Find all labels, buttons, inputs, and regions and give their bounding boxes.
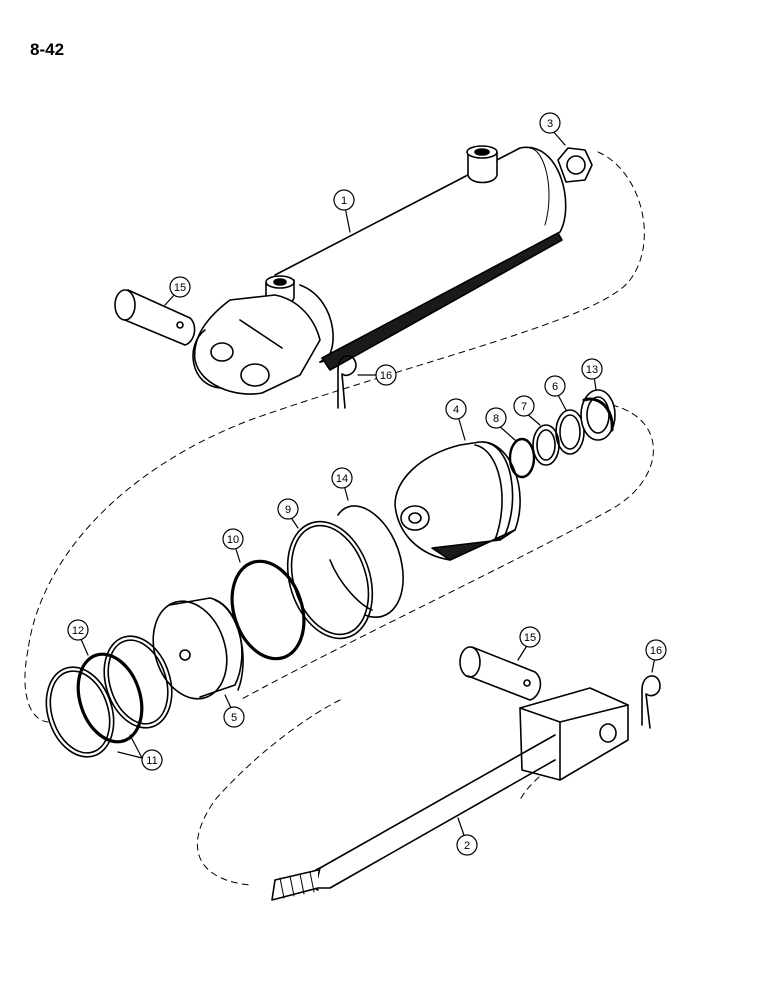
wear-ring-11-inner [103, 635, 173, 729]
piston-rod [271, 687, 629, 901]
gland [152, 597, 244, 700]
callout-12: 12 [72, 625, 84, 637]
callout-13: 13 [586, 364, 598, 376]
callout-8-circle [485, 407, 507, 429]
assembly-path-lines [24, 151, 654, 886]
wear-ring-6 [555, 409, 585, 455]
callout-1: 1 [341, 195, 347, 207]
callout-7-circle [513, 395, 535, 417]
callout-12-circle [67, 619, 89, 641]
cotter-pin-upper [337, 355, 357, 409]
hex-nut [557, 147, 593, 183]
cylinder-barrel [192, 145, 567, 395]
o-ring-12 [76, 652, 144, 744]
callout-3-circle [539, 112, 561, 134]
backup-ring-7 [532, 424, 560, 466]
callout-2-circle [456, 834, 478, 856]
snap-ring-14 [337, 505, 404, 618]
clevis-pin-lower [459, 646, 542, 701]
page-number: 8-42 [30, 40, 65, 59]
callout-16a-circle [375, 364, 397, 386]
cotter-pin-lower [641, 675, 661, 729]
clevis-pin-upper [114, 289, 196, 346]
snap-ring-14-inner [329, 559, 373, 611]
callout-9: 9 [285, 504, 291, 516]
callout-3: 3 [547, 118, 553, 130]
callout-4: 4 [453, 404, 459, 416]
callout-15-upper: 15 [174, 282, 186, 294]
callout-5: 5 [231, 712, 237, 724]
callout-10-circle [222, 528, 244, 550]
callout-11: 11 [146, 755, 157, 767]
callout-6: 6 [552, 381, 558, 393]
callout-8: 8 [493, 413, 499, 425]
callout-1-circle [333, 189, 355, 211]
callout-14-circle [331, 467, 353, 489]
o-ring-8 [508, 437, 536, 479]
callout-4-circle [445, 398, 467, 420]
callout-16-upper: 16 [380, 370, 392, 382]
callout-9-circle [277, 498, 299, 520]
callout-16b-circle [645, 639, 667, 661]
callout-15-lower: 15 [524, 632, 536, 644]
callouts: 1 2 3 4 5 6 7 8 9 10 11 12 [67, 112, 667, 856]
callout-10: 10 [227, 534, 239, 546]
callout-15b-circle [519, 626, 541, 648]
o-ring-10 [230, 559, 306, 661]
piston-head [394, 441, 521, 561]
callout-14: 14 [336, 473, 348, 485]
callout-16-lower: 16 [650, 645, 662, 657]
callout-13-circle [581, 358, 603, 380]
callout-6-circle [544, 375, 566, 397]
callout-11-circle [141, 749, 163, 771]
callout-7: 7 [521, 401, 527, 413]
backup-ring-11-outer [45, 666, 115, 758]
callout-2: 2 [464, 840, 470, 852]
callout-5-circle [223, 706, 245, 728]
rod-wiper-13 [580, 389, 616, 441]
callout-15a-circle [169, 276, 191, 298]
